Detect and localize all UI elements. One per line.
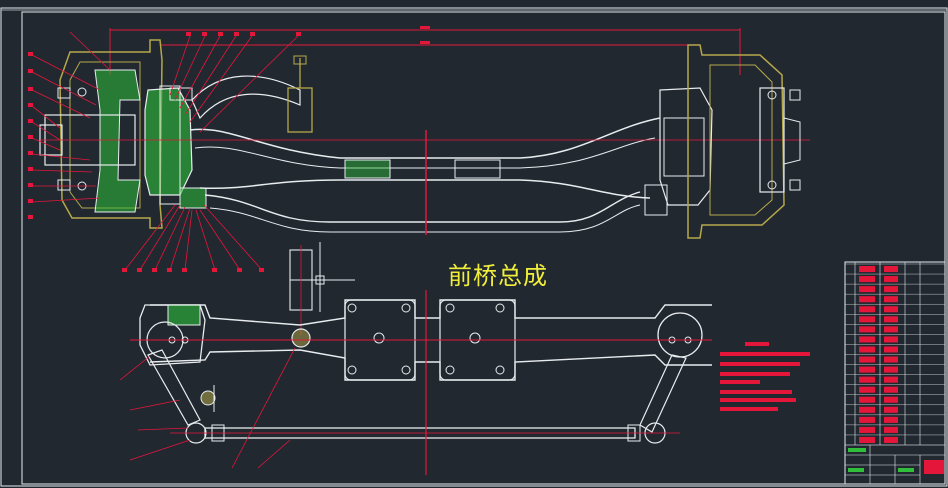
parts-row-material [884, 356, 898, 363]
left-steering-knuckle [144, 87, 193, 196]
right-lower-bracket [644, 184, 668, 216]
right-tie-rod-arm [639, 354, 687, 433]
parts-row-material [884, 266, 898, 273]
parts-row-name [859, 416, 875, 423]
right-bolt-bottom [767, 180, 777, 190]
right-knuckle-box [663, 117, 705, 177]
parts-row-material [884, 396, 898, 403]
grease-fitting [200, 390, 216, 406]
top-view-callouts [119, 347, 296, 469]
upper-bracket-cap [293, 55, 307, 65]
spring-seat-left [344, 159, 391, 179]
left-bolt-head-top [57, 87, 71, 99]
left-bolt-head-bottom [57, 179, 71, 191]
inner-frame [21, 11, 946, 485]
parts-row-name [859, 316, 875, 323]
parts-row-name [859, 436, 875, 443]
dimension-text-mark-2 [420, 41, 430, 44]
front-view[interactable] [28, 26, 810, 272]
footer-green-mark [848, 448, 866, 452]
i-beam-axle-inner [194, 137, 656, 169]
parts-row-material [884, 406, 898, 413]
parts-row-material [884, 386, 898, 393]
parts-row-name [859, 386, 875, 393]
left-knuckle-hatch [167, 304, 201, 326]
right-bolt-top [767, 90, 777, 100]
tie-rod-front-lower [209, 204, 641, 233]
drawing-title-cell [924, 460, 944, 474]
right-drum-inner [709, 64, 773, 216]
parts-row-material [884, 326, 898, 333]
right-hub-cap [783, 117, 801, 165]
parts-row-name [859, 276, 875, 283]
parts-row-name [859, 376, 875, 383]
top-view[interactable] [119, 242, 712, 475]
spring-seat-right [454, 159, 501, 179]
dimension-text-mark [420, 26, 430, 29]
right-brake-drum [687, 44, 785, 239]
i-beam-axle-bottom [199, 179, 651, 199]
parts-row-name [859, 326, 875, 333]
steering-arm [191, 75, 301, 120]
parts-row-name [859, 266, 875, 273]
title-block-footer [844, 444, 946, 485]
right-steering-knuckle [659, 87, 713, 206]
parts-row-name [859, 336, 875, 343]
parts-row-material [884, 376, 898, 383]
parts-row-name [859, 426, 875, 433]
left-kingpin-bottom-nut [179, 187, 207, 209]
parts-row-material [884, 296, 898, 303]
outer-frame [0, 7, 948, 487]
callout-number-marks [28, 32, 301, 272]
left-knuckle-top [139, 304, 206, 366]
parts-row-material [884, 316, 898, 323]
drag-link-ball-joint [291, 328, 311, 348]
left-hub-section [94, 69, 141, 213]
parts-row-name [859, 366, 875, 373]
parts-row-material [884, 306, 898, 313]
parts-list-grid [854, 262, 921, 445]
drawing-title: 前桥总成 [448, 262, 548, 290]
tie-rod-front [204, 191, 641, 223]
title-block[interactable] [844, 261, 946, 485]
left-bolt-top [77, 87, 87, 97]
parts-row-material [884, 436, 898, 443]
parts-row-name [859, 396, 875, 403]
left-drum-inner [69, 61, 141, 209]
spring-pad-bolts [347, 303, 505, 375]
parts-row-material [884, 346, 898, 353]
axle-top-outline [150, 299, 712, 326]
footer-green-mark-3 [898, 468, 914, 472]
parts-row-name [859, 296, 875, 303]
left-tie-rod-arm [147, 349, 201, 426]
right-bolt-head-bottom [789, 179, 801, 191]
right-bolt-head-top [789, 89, 801, 101]
parts-row-name [859, 356, 875, 363]
parts-row-name [859, 286, 875, 293]
axle-bottom-outline [149, 349, 712, 381]
callout-leaders [31, 31, 299, 271]
cursor-box [315, 275, 325, 285]
technical-requirements [720, 342, 810, 411]
left-kingpin [159, 85, 181, 205]
parts-row-material [884, 416, 898, 423]
parts-row-name [859, 306, 875, 313]
right-kingpin-top-view [657, 312, 703, 358]
parts-row-material [884, 276, 898, 283]
parts-list-rows [845, 263, 945, 443]
parts-row-name [859, 406, 875, 413]
parts-row-material [884, 366, 898, 373]
parts-row-material [884, 286, 898, 293]
footer-green-mark-2 [848, 468, 864, 472]
parts-row-material [884, 426, 898, 433]
i-beam-axle-top [189, 117, 661, 159]
parts-row-material [884, 336, 898, 343]
parts-row-name [859, 346, 875, 353]
